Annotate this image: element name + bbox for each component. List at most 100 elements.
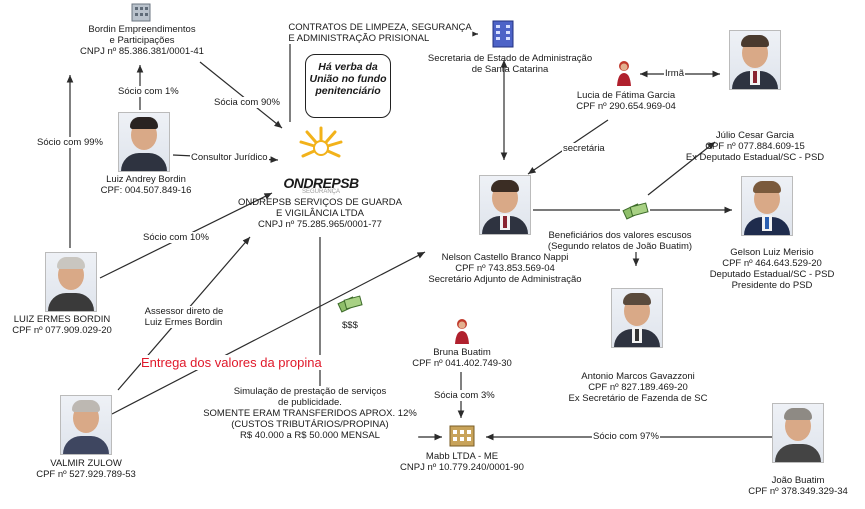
ondrepsb-logo-icon	[299, 126, 343, 158]
antonio-id: CPF nº 827.189.469-20	[588, 382, 688, 393]
simulacao-line4: (CUSTOS TRIBUTÁRIOS/PROPINA)	[231, 419, 389, 430]
money-icon-2	[622, 202, 649, 220]
gelson-id: CPF nº 464.643.529-20	[722, 258, 822, 269]
joao-id: CPF nº 378.349.329-34	[748, 486, 848, 497]
nelson-id: CPF nº 743.853.569-04	[455, 263, 555, 274]
luiz-ermes-id: CPF nº 077.909.029-20	[12, 325, 112, 336]
ondrepsb-logo-text: ONDREPSB	[283, 175, 359, 191]
contratos-line1: CONTRATOS DE LIMPEZA, SEGURANÇA	[288, 22, 472, 33]
verba-line3: penitenciário	[315, 85, 381, 97]
luiz-ermes-label: LUIZ ERMES BORDIN CPF nº 077.909.029-20	[12, 314, 112, 336]
verba-line2: União no fundo	[309, 73, 387, 85]
luiz-andrey-name: Luiz Andrey Bordin	[106, 174, 186, 185]
bordin-emp-name: Bordin Empreendimentos	[88, 24, 196, 35]
secretaria-name2: de Santa Catarina	[471, 64, 549, 75]
secretaria-name: Secretaria de Estado de Administração	[427, 53, 593, 64]
lucia-label: Lucia de Fátima Garcia CPF nº 290.654.96…	[576, 90, 676, 112]
nelson-photo	[479, 175, 531, 235]
ondrepsb-logo-tagline: SEGURANÇA	[301, 189, 341, 195]
link-bordinemp-ondrepsb	[199, 61, 283, 129]
valmir-label: VALMIR ZULOW CPF nº 527.929.789-53	[36, 458, 136, 480]
bruna-label: Bruna Buatim CPF nº 041.402.749-30	[412, 347, 512, 369]
nelson-label: Nelson Castello Branco Nappi CPF nº 743.…	[428, 252, 581, 285]
beneficiarios-line1: Beneficiários dos valores escusos	[548, 230, 692, 241]
propina-label: Entrega dos valores da propina	[141, 355, 322, 370]
nelson-name: Nelson Castello Branco Nappi	[441, 252, 569, 263]
mabb-id: CNPJ nº 10.779.240/0001-90	[400, 462, 524, 473]
beneficiarios-label: Beneficiários dos valores escusos (Segun…	[546, 230, 694, 252]
mabb-label: Mabb LTDA - ME CNPJ nº 10.779.240/0001-9…	[400, 451, 524, 473]
contratos-line2: E ADMINISTRAÇÃO PRISIONAL	[288, 33, 430, 44]
secretaria-label: Secretaria de Estado de Administração de…	[428, 53, 592, 75]
bordin-emp-label: Bordin Empreendimentos e Participações C…	[80, 24, 204, 57]
nelson-role: Secretário Adjunto de Administração	[428, 274, 582, 285]
valmir-id: CPF nº 527.929.789-53	[36, 469, 136, 480]
gelson-label: Gelson Luiz Merisio CPF nº 464.643.529-2…	[710, 247, 835, 291]
ondrepsb-id: CNPJ nº 75.285.965/0001-77	[258, 219, 382, 230]
company-building-icon	[449, 425, 475, 447]
lucia-person-icon	[617, 61, 631, 86]
luiz-ermes-name: LUIZ ERMES BORDIN	[13, 314, 111, 325]
gelson-role2: Presidente do PSD	[731, 280, 813, 291]
socio90-label: Sócia com 90%	[213, 97, 282, 108]
verba-line1: Há verba da	[318, 61, 378, 73]
contratos-label: CONTRATOS DE LIMPEZA, SEGURANÇA E ADMINI…	[287, 22, 473, 44]
julio-name: Júlio Cesar Garcia	[715, 130, 795, 141]
julio-role: Ex Deputado Estadual/SC - PSD	[685, 152, 825, 163]
bruna-name: Bruna Buatim	[433, 347, 491, 358]
julio-id: CPF nº 077.884.609-15	[705, 141, 805, 152]
ondrepsb-name2: E VIGILÂNCIA LTDA	[275, 208, 364, 219]
lucia-id: CPF nº 290.654.969-04	[576, 101, 676, 112]
money-label: $$$	[342, 320, 358, 331]
valmir-name: VALMIR ZULOW	[50, 458, 122, 469]
assessor-label: Assessor direto de Luiz Ermes Bordin	[143, 306, 225, 328]
valmir-photo	[60, 395, 112, 455]
link-valmir-nelson	[111, 251, 426, 415]
simulacao-line2: de publicidade.	[278, 397, 342, 408]
luiz-ermes-photo	[45, 252, 97, 312]
antonio-photo	[611, 288, 663, 348]
consultor-label: Consultor Jurídico	[190, 152, 269, 163]
lucia-name: Lucia de Fátima Garcia	[576, 90, 676, 101]
socio1-label: Sócio com 1%	[117, 86, 180, 97]
assessor-line2: Luiz Ermes Bordin	[144, 317, 223, 328]
socio97-label: Sócio com 97%	[592, 431, 661, 442]
link-money-julio	[647, 141, 716, 196]
gelson-role: Deputado Estadual/SC - PSD	[709, 269, 835, 280]
socio99-label: Sócio com 99%	[36, 137, 105, 148]
ondrepsb-label: ONDREPSB SERVIÇOS DE GUARDA E VIGILÂNCIA…	[238, 197, 402, 230]
joao-photo	[772, 403, 824, 463]
luiz-andrey-id: CPF: 004.507.849-16	[100, 185, 192, 196]
socia3-label: Sócia com 3%	[433, 390, 496, 401]
gelson-name: Gelson Luiz Merisio	[730, 247, 814, 258]
simulacao-label: Simulação de prestação de serviços de pu…	[202, 386, 418, 441]
antonio-role: Ex Secretário de Fazenda de SC	[568, 393, 708, 404]
socio10-label: Sócio com 10%	[142, 232, 211, 243]
secretaria-link-label: secretária	[562, 143, 606, 154]
bruna-person-icon	[455, 319, 469, 344]
antonio-label: Antonio Marcos Gavazzoni CPF nº 827.189.…	[569, 371, 708, 404]
irma-label: Irmã	[664, 68, 685, 79]
verba-note: Há verba da União no fundo penitenciário	[305, 54, 391, 118]
gelson-photo	[741, 176, 793, 236]
julio-photo	[729, 30, 781, 90]
building-icon	[131, 3, 151, 22]
luiz-andrey-label: Luiz Andrey Bordin CPF: 004.507.849-16	[101, 174, 192, 196]
simulacao-line1: Simulação de prestação de serviços	[233, 386, 387, 397]
bordin-emp-id: CNPJ nº 85.386.381/0001-41	[80, 46, 204, 57]
beneficiarios-line2: (Segundo relatos de João Buatim)	[547, 241, 693, 252]
government-building-icon	[492, 20, 514, 48]
money-icon	[337, 295, 363, 313]
simulacao-line3: SOMENTE ERAM TRANSFERIDOS APROX. 12%	[203, 408, 417, 419]
luiz-andrey-photo	[118, 112, 170, 172]
bordin-emp-name2: e Participações	[109, 35, 175, 46]
joao-name: João Buatim	[771, 475, 825, 486]
mabb-name: Mabb LTDA - ME	[425, 451, 499, 462]
antonio-name: Antonio Marcos Gavazzoni	[581, 371, 695, 382]
ondrepsb-name: ONDREPSB SERVIÇOS DE GUARDA	[237, 197, 403, 208]
joao-label: João Buatim CPF nº 378.349.329-34	[748, 475, 848, 497]
bruna-id: CPF nº 041.402.749-30	[412, 358, 512, 369]
simulacao-line5: R$ 40.000 a R$ 50.000 MENSAL	[240, 430, 380, 441]
julio-label: Júlio Cesar Garcia CPF nº 077.884.609-15…	[686, 130, 824, 163]
